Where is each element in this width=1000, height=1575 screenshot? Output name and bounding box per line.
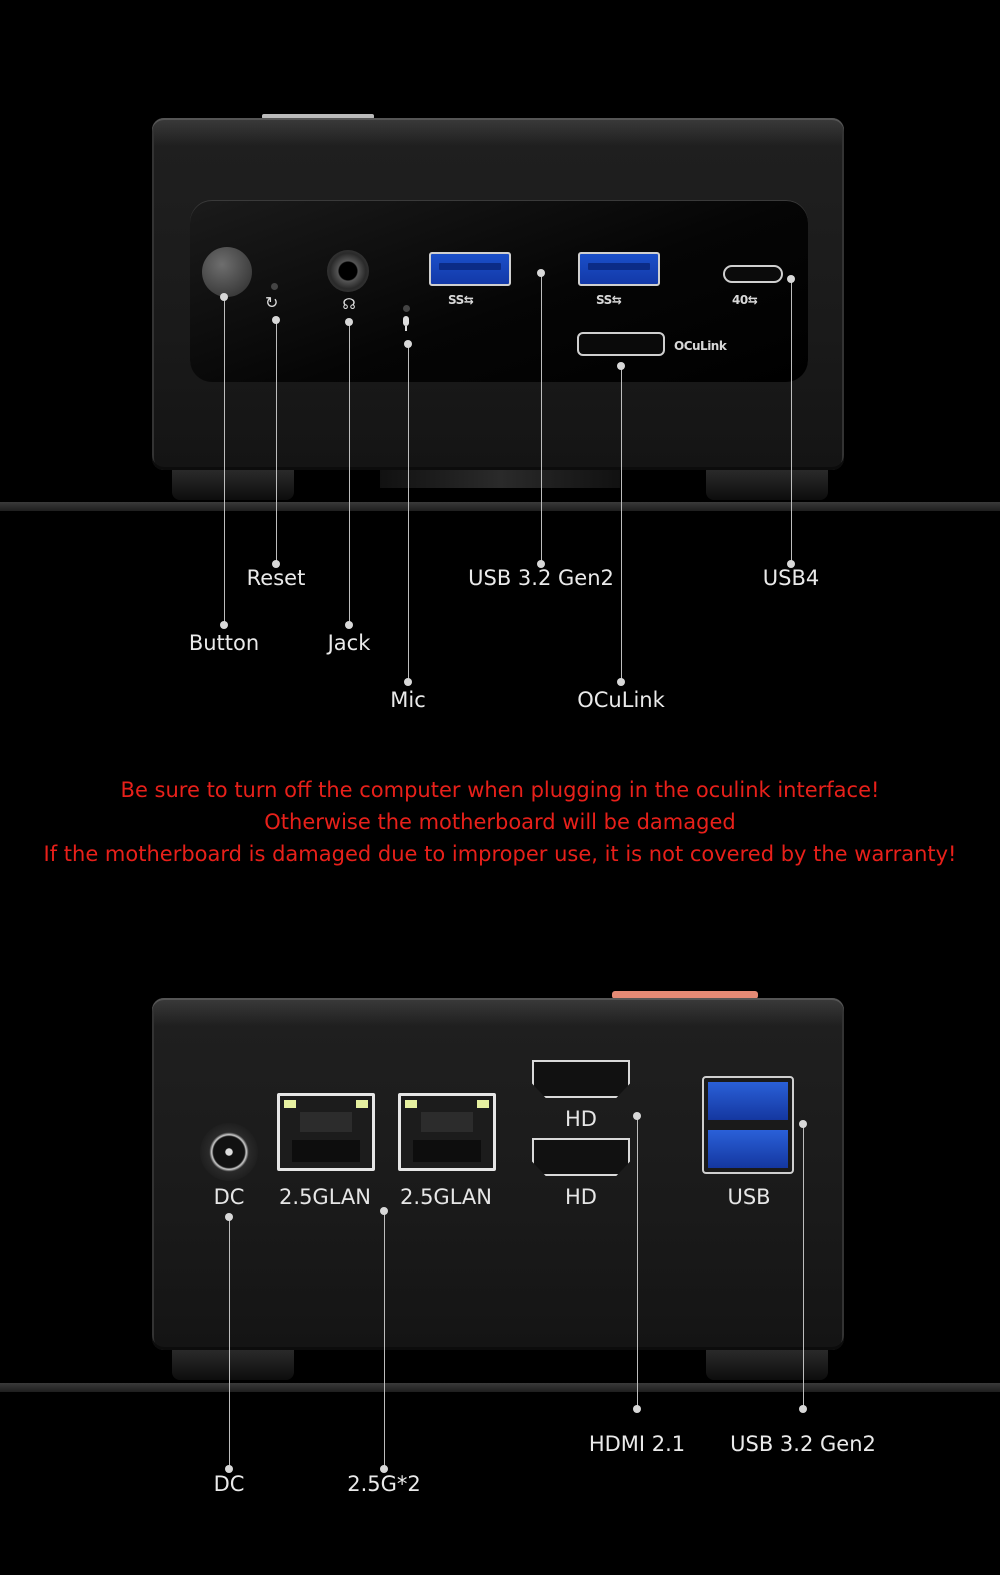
usb-a-port-2[interactable] xyxy=(578,252,660,286)
callout-line-mic xyxy=(408,344,409,682)
usb-a-port-1[interactable] xyxy=(429,252,511,286)
callout-dot-reset-top xyxy=(272,316,280,324)
usb-ss-logo-2: SS⇆ xyxy=(596,293,622,307)
top-accent xyxy=(262,114,374,119)
hdmi-port-1[interactable] xyxy=(532,1060,630,1098)
audio-jack[interactable] xyxy=(327,250,369,292)
callout-line-usb-rear xyxy=(803,1124,804,1409)
callout-dot-usb-rear xyxy=(799,1405,807,1413)
top-accent-rear xyxy=(612,991,758,999)
headphone-icon: ☊ xyxy=(342,295,356,313)
front-foot-left xyxy=(172,470,294,500)
label-usb4: USB4 xyxy=(762,566,820,590)
callout-dot-mic-top xyxy=(404,340,412,348)
port-label-hd-bottom: HD xyxy=(565,1185,597,1209)
reset-icon: ↻ xyxy=(265,293,279,312)
callout-dot-jack-top xyxy=(345,318,353,326)
callout-dot-mic xyxy=(404,678,412,686)
label-hdmi: HDMI 2.1 xyxy=(588,1432,686,1456)
callout-dot-usb32 xyxy=(537,560,545,568)
callout-dot-dc xyxy=(225,1465,233,1473)
port-label-usb: USB xyxy=(727,1185,771,1209)
port-label-lan-1: 2.5GLAN xyxy=(279,1185,371,1209)
callout-line-lan xyxy=(384,1211,385,1469)
usb-c-port[interactable] xyxy=(723,265,783,283)
warning-line-1: Be sure to turn off the computer when pl… xyxy=(120,778,880,802)
callout-line-jack xyxy=(349,322,350,625)
callout-line-usb32 xyxy=(541,273,542,564)
callout-dot-jack xyxy=(345,621,353,629)
callout-dot-lan-top xyxy=(380,1207,388,1215)
label-dc: DC xyxy=(213,1472,245,1496)
callout-dot-oculink xyxy=(617,678,625,686)
front-view: ↻ ☊ SS⇆ SS⇆ 40⇆ OCuLink Reset USB 3.2 Ge… xyxy=(0,0,1000,720)
callout-dot-usb-rear-top xyxy=(799,1120,807,1128)
lan-port-2[interactable] xyxy=(398,1093,496,1171)
dc-jack[interactable] xyxy=(200,1123,258,1181)
front-shelf xyxy=(0,502,1000,511)
callout-dot-hdmi-top xyxy=(633,1112,641,1120)
callout-dot-dc-top xyxy=(225,1213,233,1221)
rear-chassis xyxy=(152,998,844,1350)
front-vent xyxy=(380,470,620,488)
usb4-logo: 40⇆ xyxy=(732,293,758,307)
callout-dot-oculink-top xyxy=(617,362,625,370)
callout-dot-hdmi xyxy=(633,1405,641,1413)
usb-a-port-rear-1[interactable] xyxy=(708,1082,788,1120)
label-reset: Reset xyxy=(246,566,306,590)
oculink-port[interactable] xyxy=(577,332,665,356)
mic-icon xyxy=(400,316,412,332)
front-panel xyxy=(190,200,808,382)
callout-line-hdmi xyxy=(637,1116,638,1409)
callout-dot-button xyxy=(220,621,228,629)
callout-line-oculink xyxy=(621,366,622,682)
front-foot-right xyxy=(706,470,828,500)
callout-line-dc xyxy=(229,1217,230,1469)
callout-line-button xyxy=(224,297,225,625)
label-oculink: OCuLink xyxy=(577,688,665,712)
port-label-lan-2: 2.5GLAN xyxy=(400,1185,492,1209)
usb-ss-logo-1: SS⇆ xyxy=(448,293,474,307)
reset-pinhole[interactable] xyxy=(271,283,278,290)
label-jack: Jack xyxy=(327,631,371,655)
callout-dot-usb4 xyxy=(787,560,795,568)
rear-foot-right xyxy=(706,1350,828,1380)
callout-line-reset xyxy=(276,320,277,564)
port-label-hd-top: HD xyxy=(565,1107,597,1131)
callout-line-usb4 xyxy=(791,279,792,564)
rear-view: DC 2.5GLAN 2.5GLAN HD HD USB HDMI 2.1 US… xyxy=(0,980,1000,1540)
rear-shelf xyxy=(0,1383,1000,1392)
rear-foot-left xyxy=(172,1350,294,1380)
warning-line-2: Otherwise the motherboard will be damage… xyxy=(264,810,736,834)
lan-port-1[interactable] xyxy=(277,1093,375,1171)
usb-a-port-rear-2[interactable] xyxy=(708,1130,788,1168)
label-usb32: USB 3.2 Gen2 xyxy=(468,566,614,590)
label-usb32-rear: USB 3.2 Gen2 xyxy=(730,1432,876,1456)
label-mic: Mic xyxy=(390,688,426,712)
callout-dot-usb4-top xyxy=(787,275,795,283)
oculink-logo: OCuLink xyxy=(674,339,727,353)
mic-pinhole[interactable] xyxy=(403,305,410,312)
power-button[interactable] xyxy=(202,247,252,297)
callout-dot-lan xyxy=(380,1465,388,1473)
callout-dot-usb32-top xyxy=(537,269,545,277)
callout-dot-reset xyxy=(272,560,280,568)
warning-line-3: If the motherboard is damaged due to imp… xyxy=(43,842,957,866)
hdmi-port-2[interactable] xyxy=(532,1138,630,1176)
label-button: Button xyxy=(188,631,260,655)
callout-dot-button-top xyxy=(220,293,228,301)
port-label-dc: DC xyxy=(213,1185,245,1209)
label-lan: 2.5G*2 xyxy=(347,1472,421,1496)
